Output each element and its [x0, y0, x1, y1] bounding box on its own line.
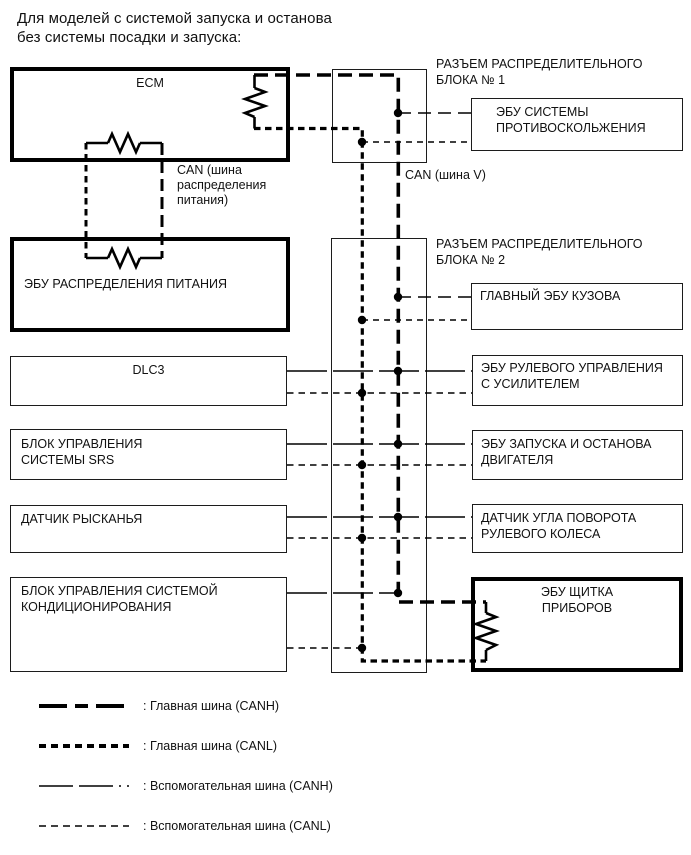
node-yaw-rate-sensor: ДАТЧИК РЫСКАНЬЯ	[10, 505, 287, 553]
can-power-bus-label: CAN (шина распределения питания)	[177, 163, 267, 207]
diagram-title: Для моделей с системой запуска и останов…	[17, 10, 332, 46]
legend-label: : Главная шина (CANL)	[143, 738, 278, 753]
legend-item-aux-canl: : Вспомогательная шина (CANL)	[38, 818, 331, 833]
node-steering-angle-sensor: ДАТЧИК УГЛА ПОВОРОТА РУЛЕВОГО КОЛЕСА	[472, 504, 683, 553]
node-skid-control-ecu: ЭБУ СИСТЕМЫ ПРОТИВОСКОЛЬЖЕНИЯ	[471, 98, 683, 151]
legend-label: : Вспомогательная шина (CANH)	[143, 778, 333, 793]
junction-block-1-outline	[332, 69, 427, 163]
legend-item-aux-canh: : Вспомогательная шина (CANH)	[38, 778, 333, 793]
legend-line-main-canh-icon	[39, 703, 129, 708]
node-stop-start-ecu: ЭБУ ЗАПУСКА И ОСТАНОВА ДВИГАТЕЛЯ	[472, 430, 683, 480]
legend-label: : Вспомогательная шина (CANL)	[143, 818, 331, 833]
legend-line-main-canl-icon	[39, 743, 129, 748]
legend-line-aux-canh-icon	[39, 784, 129, 787]
can-v-bus-label: CAN (шина V)	[405, 168, 486, 182]
node-srs-control-unit: БЛОК УПРАВЛЕНИЯ СИСТЕМЫ SRS	[10, 429, 287, 480]
junction-block-1-label: РАЗЪЕМ РАСПРЕДЕЛИТЕЛЬНОГО БЛОКА № 1	[436, 57, 643, 87]
node-power-distribution-ecu: ЭБУ РАСПРЕДЕЛЕНИЯ ПИТАНИЯ	[10, 237, 290, 332]
node-ecm: ECM	[10, 67, 290, 162]
legend-item-main-canh: : Главная шина (CANH)	[38, 698, 279, 713]
junction-block-2-label: РАЗЪЕМ РАСПРЕДЕЛИТЕЛЬНОГО БЛОКА № 2	[436, 237, 643, 267]
node-combination-meter-ecu: ЭБУ ЩИТКА ПРИБОРОВ	[471, 577, 683, 672]
node-dlc3: DLC3	[10, 356, 287, 406]
legend-item-main-canl: : Главная шина (CANL)	[38, 738, 277, 753]
legend-label: : Главная шина (CANH)	[143, 698, 280, 713]
junction-block-2-outline	[331, 238, 427, 673]
node-main-body-ecu: ГЛАВНЫЙ ЭБУ КУЗОВА	[471, 283, 683, 330]
legend-line-aux-canl-icon	[39, 824, 129, 827]
node-power-steering-ecu: ЭБУ РУЛЕВОГО УПРАВЛЕНИЯ С УСИЛИТЕЛЕМ	[472, 355, 683, 406]
node-air-conditioning-control-unit: БЛОК УПРАВЛЕНИЯ СИСТЕМОЙ КОНДИЦИОНИРОВАН…	[10, 577, 287, 672]
